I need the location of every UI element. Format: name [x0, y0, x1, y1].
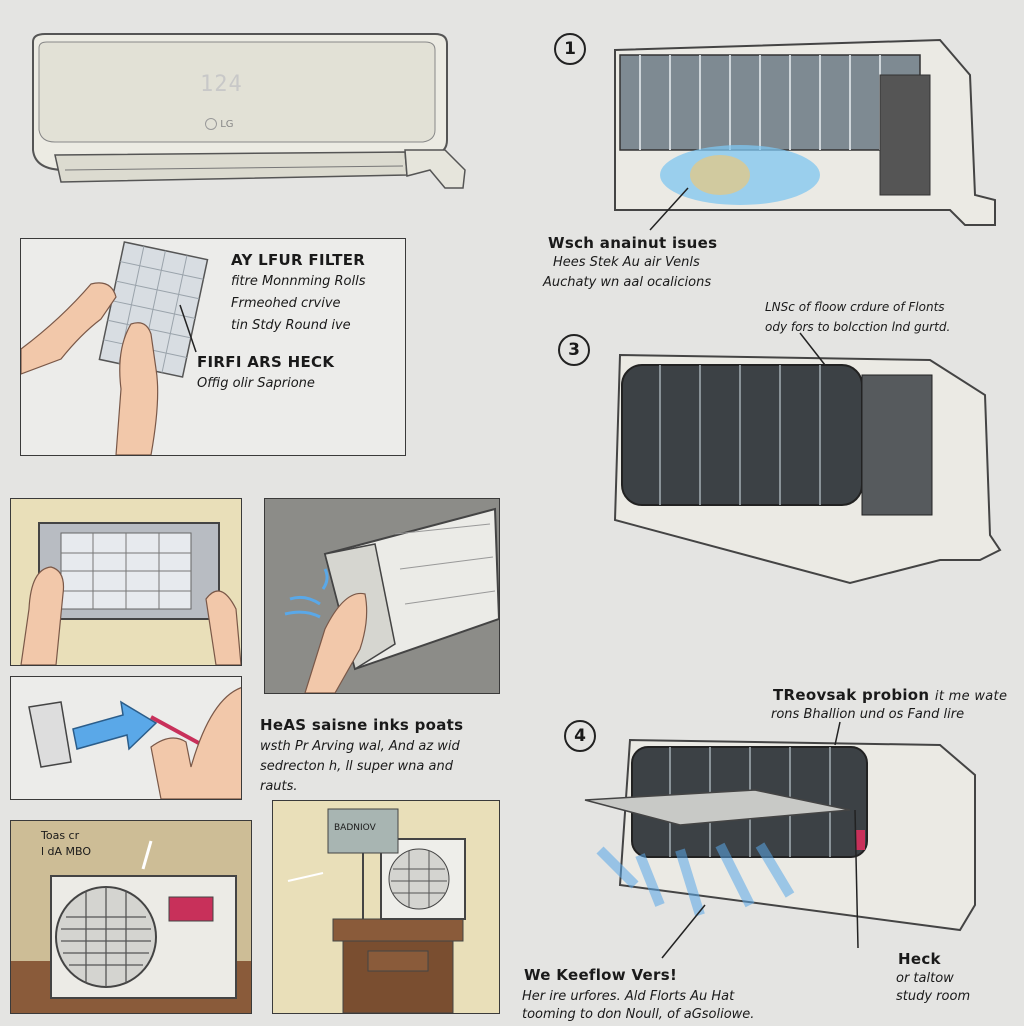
room-placement-illustration [287, 808, 466, 1013]
filter-panel-line-1: fitre Monnming Rolls [231, 274, 366, 289]
vent-panel-title: HeAS saisne inks poats [260, 716, 464, 734]
vent-panel [10, 676, 242, 800]
outdoor-label-top: Toas cr [41, 829, 80, 842]
filter-panel-line-2: Frmeohed crvive [231, 296, 341, 311]
outdoor-unit-panel: Toas cr l dA MBO [10, 820, 252, 1014]
step-1-line-1: Hees Stek Au air Venls [553, 255, 700, 270]
step-1-badge: 1 [554, 33, 586, 65]
brand-logo: LG [205, 118, 234, 130]
unit-cover-illustration [284, 507, 499, 693]
bottom-right-line-2: study room [896, 989, 971, 1004]
brand-logo-circle [205, 118, 217, 130]
filter-panel-title: AY LFUR FILTER [231, 251, 366, 269]
indoor-unit-front-illustration [32, 33, 466, 189]
unit-cover-panel [264, 498, 500, 694]
filter-hands-illustration [21, 241, 209, 455]
step-1-line-2: Auchaty wn aal ocalicions [543, 275, 712, 290]
bottom-center-title: We Keeflow Vers! [524, 966, 678, 984]
bottom-right-line-1: or taltow [896, 971, 954, 986]
sign-text: BADNIOV [334, 823, 376, 833]
vent-panel-line-2: sedrecton h, ll super wna and [260, 759, 453, 774]
step-2-line-2: ody fors to bolcction lnd gurtd. [765, 320, 951, 334]
filter-removal-panel [10, 498, 242, 666]
outdoor-label-bottom: l dA MBO [41, 845, 92, 858]
vent-panel-line-1: wsth Pr Arving wal, And az wid [260, 739, 460, 754]
step-4-title-main: TReovsak probion [773, 686, 930, 704]
filter-removal-illustration [20, 522, 241, 665]
bottom-right-title: Heck [898, 950, 941, 968]
vent-panel-line-3: rauts. [260, 779, 298, 794]
step-4-title-suffix: it me wate [934, 689, 1008, 704]
step-4-unit-illustration [584, 738, 976, 932]
step-2-line-1: LNSc of floow crdure of Flonts [765, 300, 945, 314]
vent-cleaning-illustration [28, 687, 241, 799]
filter-check-title: FIRFI ARS HECK [197, 353, 335, 371]
step-3-unit-illustration [613, 353, 1002, 585]
step-3-badge: 3 [558, 334, 590, 366]
bottom-center-line-1: Her ire urfores. Ald Florts Au Hat [522, 989, 735, 1004]
room-placement-panel: BADNIOV [272, 800, 500, 1014]
step-4-title: TReovsak probion it me wate [773, 686, 1007, 704]
bottom-center-line-2: tooming to don Noull, of aGsoliowe. [522, 1007, 755, 1022]
step-1-unit-illustration [614, 38, 996, 226]
outdoor-unit-illustration [11, 840, 251, 1013]
temperature-display: 124 [200, 72, 243, 97]
step-4-badge: 4 [564, 720, 596, 752]
filter-panel: AY LFUR FILTER fitre Monnming Rolls Frme… [20, 238, 406, 456]
brand-logo-text: LG [220, 119, 234, 130]
filter-panel-line-3: tin Stdy Round ive [231, 318, 351, 333]
step-1-title: Wsch anainut isues [548, 234, 718, 252]
filter-check-line: Offig olir Saprione [197, 376, 315, 391]
step-4-line: rons Bhallion und os Fand lire [771, 707, 965, 722]
